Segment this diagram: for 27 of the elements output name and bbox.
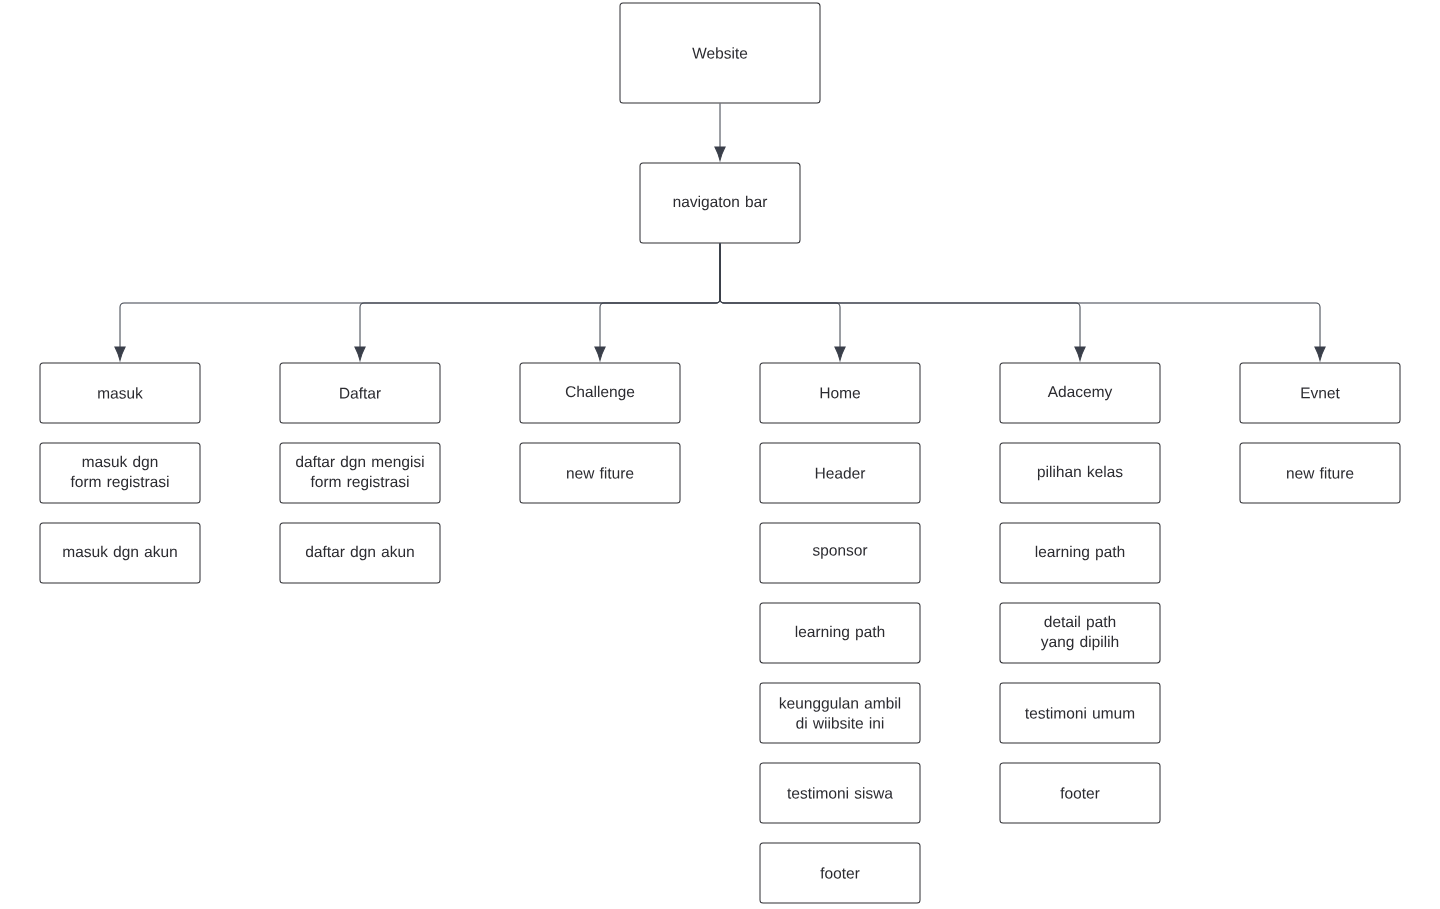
process-box: navigaton bar — [639, 162, 801, 244]
process-box: keunggulan ambil di wiibsite ini — [759, 682, 921, 744]
process-box: Daftar — [279, 362, 441, 424]
process-box: masuk dgn form registrasi — [39, 442, 201, 504]
process-box: detail path yang dipilih — [999, 602, 1161, 664]
process-box: Header — [759, 442, 921, 504]
process-box: Challenge — [519, 362, 681, 424]
process-box: masuk dgn akun — [39, 522, 201, 584]
process-box: testimoni siswa — [759, 762, 921, 824]
arrow — [714, 103, 726, 161]
process-box: learning path — [759, 602, 921, 664]
process-box: testimoni umum — [999, 682, 1161, 744]
process-box: daftar dgn mengisi form registrasi — [279, 442, 441, 504]
process-box: learning path — [999, 522, 1161, 584]
process-box: footer — [759, 842, 921, 904]
process-box: Website — [619, 2, 821, 104]
process-box: sponsor — [759, 522, 921, 584]
process-box: Evnet — [1239, 362, 1401, 424]
process-box: new fiture — [519, 442, 681, 504]
arrow — [719, 243, 1326, 361]
process-box: pilihan kelas — [999, 442, 1161, 504]
process-box: masuk — [39, 362, 201, 424]
process-box: Adacemy — [999, 362, 1161, 424]
process-box: Home — [759, 362, 921, 424]
process-box: daftar dgn akun — [279, 522, 441, 584]
process-box: new fiture — [1239, 442, 1401, 504]
process-box: footer — [999, 762, 1161, 824]
